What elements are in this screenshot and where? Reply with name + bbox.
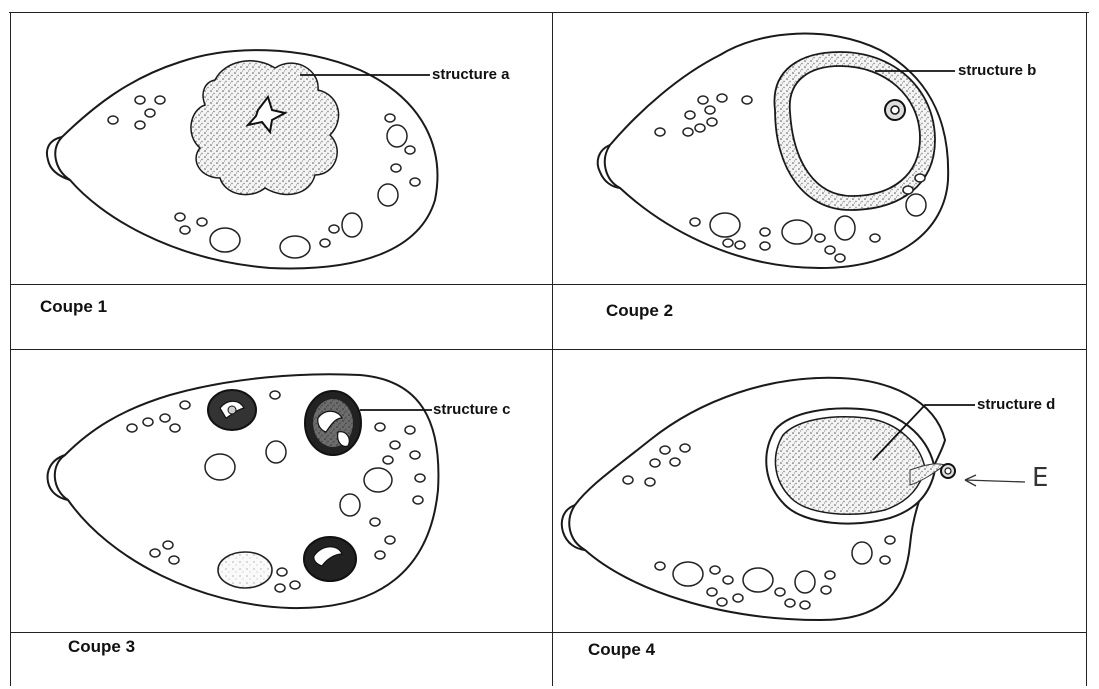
coupe2-structure-label: structure b — [958, 62, 1036, 79]
coupe1-structure-label: structure a — [432, 66, 510, 83]
coupe1-ovary — [47, 50, 437, 268]
coupe3-structure-c-top-right — [305, 391, 361, 455]
coupe4-structure-label: structure d — [977, 396, 1055, 413]
coupe4-marker-letter: E — [1032, 463, 1048, 493]
coupe3-ovary — [48, 374, 439, 608]
coupe2-ovary — [598, 34, 955, 268]
coupe3-structure-c-top-left — [208, 390, 256, 430]
coupe3-caption: Coupe 3 — [68, 637, 135, 657]
coupe1-caption: Coupe 1 — [40, 297, 107, 317]
coupe1-structure-a — [191, 61, 339, 195]
coupe2-caption: Coupe 2 — [606, 301, 673, 321]
coupe4-caption: Coupe 4 — [588, 640, 655, 660]
coupe3-structure-label: structure c — [433, 401, 511, 418]
coupe3-stippled-cell — [218, 552, 272, 588]
coupe4-arrow-line — [965, 480, 1025, 482]
coupe3-structure-c-bottom — [304, 537, 356, 581]
coupe4-ovary — [562, 378, 1025, 620]
